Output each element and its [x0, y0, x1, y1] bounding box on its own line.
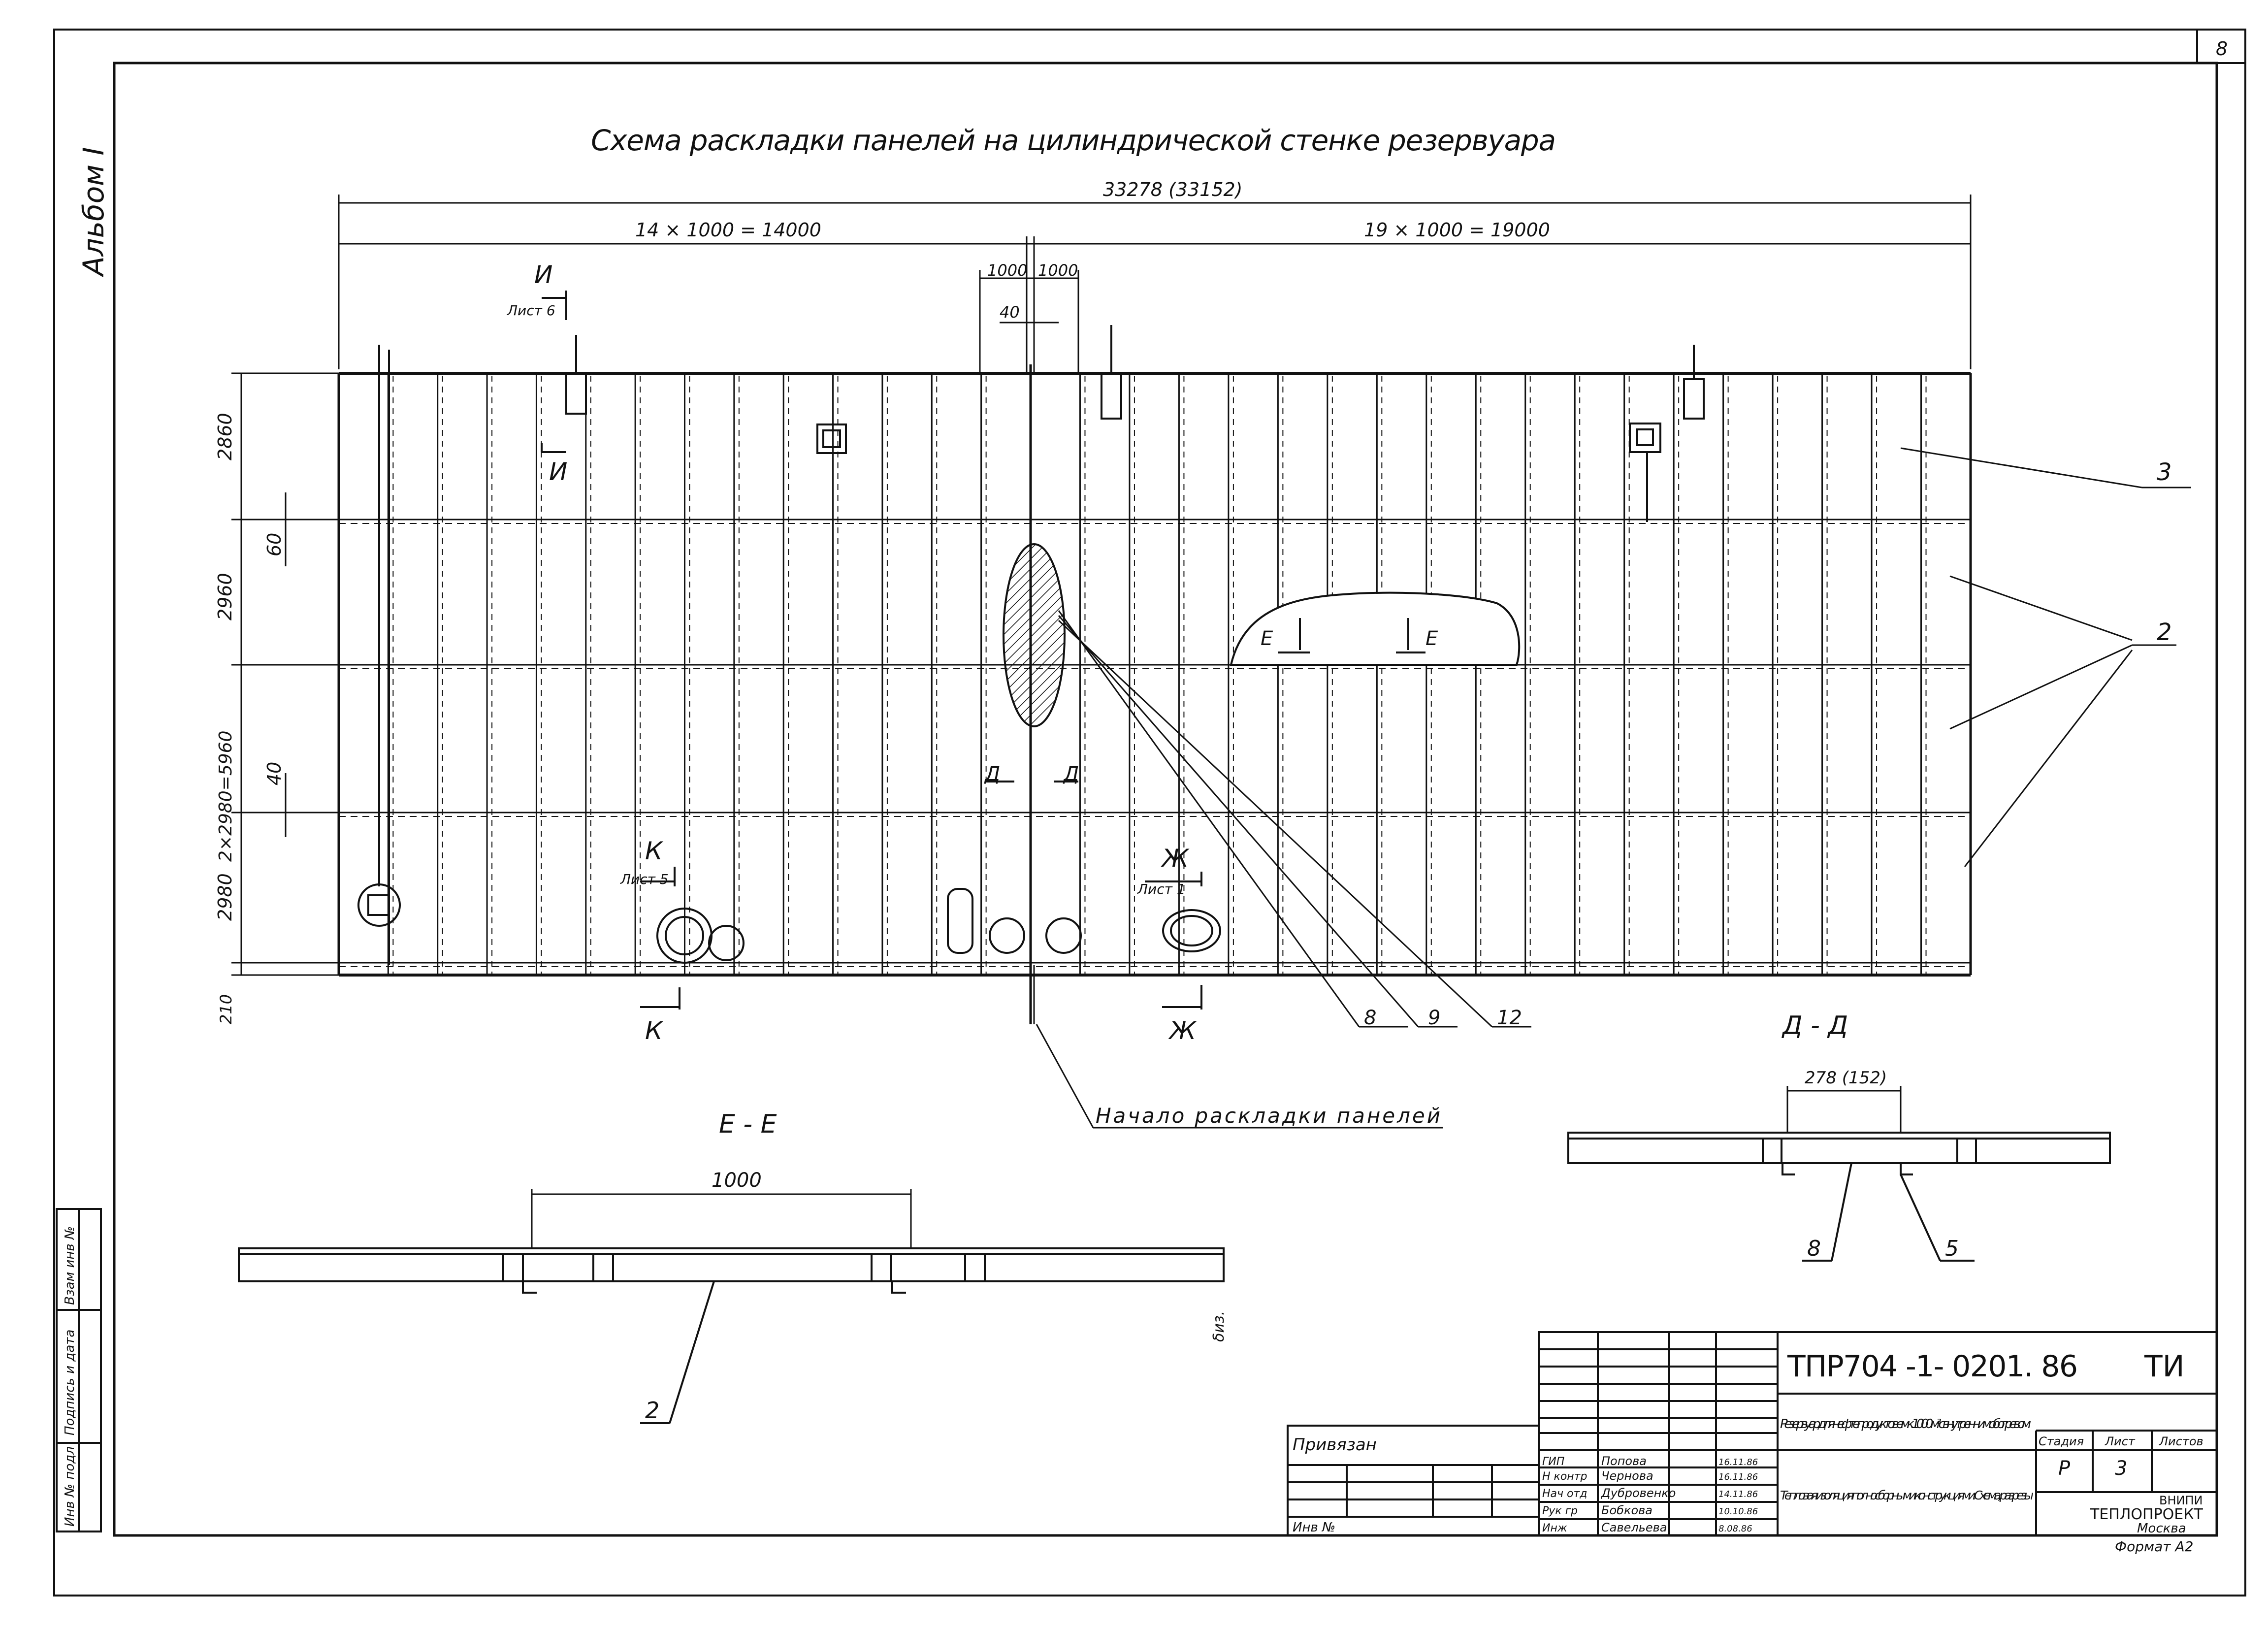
section-dd-title: Д - Д	[1782, 1011, 1848, 1041]
vdim-2960: 2960	[214, 573, 236, 620]
vdim-60: 60	[263, 533, 285, 556]
stamp-format: Формат А2	[2115, 1538, 2193, 1555]
stamp-sheet: 3	[2115, 1457, 2127, 1480]
stamp-name: Чернова	[1601, 1469, 1653, 1483]
dim-left: 14 × 1000 = 14000	[635, 219, 821, 241]
stamp-sheet-h: Лист	[2105, 1434, 2136, 1448]
album-label: Альбом I	[77, 147, 110, 278]
stamp-date: 14.11.86	[1718, 1489, 1758, 1499]
stamp-role: Н контр	[1542, 1470, 1587, 1483]
section-k-top: К	[645, 837, 664, 865]
callout-12: 12	[1497, 1007, 1522, 1029]
stamp-date: 16.11.86	[1718, 1457, 1758, 1467]
stamp-object: Резервуар для нефтепродуктов емк. 1000 м…	[1780, 1417, 2031, 1432]
stamp-date: 16.11.86	[1718, 1472, 1758, 1482]
stamp-privyazan: Привязан	[1293, 1435, 1377, 1455]
stamp-code: ТПР704 -1- 0201. 86	[1787, 1349, 2078, 1384]
callout-2: 2	[2157, 619, 2172, 646]
dim-right: 19 × 1000 = 19000	[1364, 219, 1550, 241]
section-zh-sheet: Лист 1	[1137, 881, 1186, 897]
callout-8: 8	[1364, 1007, 1376, 1029]
section-ee-callout: 2	[645, 1397, 659, 1424]
section-markers	[541, 291, 1426, 1010]
section-dd-dim: 278 (152)	[1805, 1068, 1887, 1088]
callout-3: 3	[2157, 458, 2172, 486]
section-ee-title: Е - Е	[719, 1109, 777, 1139]
vdim-2860: 2860	[214, 413, 236, 460]
stamp-org-1: ВНИПИ	[2159, 1494, 2203, 1507]
stamp-sheet-title: Тепловая изоляция полносборными конструк…	[1780, 1488, 2034, 1502]
vdim-2980: 2980	[214, 873, 236, 921]
overall-dimensions	[338, 195, 1972, 374]
stamp-org-3: Москва	[2137, 1521, 2186, 1536]
stamp-role: ГИП	[1542, 1456, 1564, 1468]
start-label: Начало раскладки панелей	[1096, 1104, 1440, 1128]
dim-40: 40	[1000, 303, 1020, 322]
vertical-dimensions	[231, 372, 340, 976]
vdim-210: 210	[217, 994, 235, 1024]
stamp-name: Попова	[1601, 1454, 1647, 1468]
section-k-sheet: Лист 5	[620, 871, 669, 887]
section-i-bottom: И	[549, 457, 567, 486]
stamp-inv-no: Инв №	[1293, 1520, 1335, 1535]
stamp-name: Савельева	[1601, 1521, 1667, 1534]
section-ee-thickness: δиз.	[1210, 1311, 1228, 1342]
dim-1000b: 1000	[1038, 261, 1078, 280]
stamp-stage: Р	[2058, 1457, 2071, 1480]
section-dd-callout-5: 5	[1945, 1236, 1959, 1261]
section-d-left: Д	[984, 763, 1000, 785]
page-number-box	[2196, 29, 2246, 64]
stamp-rows: ГИП Попова 16.11.86 Н контр Чернова 16.11.86Н…	[1542, 1454, 1758, 1534]
vdim-5960: 2×2980=5960	[216, 731, 236, 862]
section-i-top: И	[534, 261, 552, 289]
section-zh-bottom: Ж	[1168, 1016, 1197, 1045]
stamp-name: Бобкова	[1601, 1503, 1652, 1517]
dim-1000a: 1000	[987, 261, 1027, 280]
stamp-role: Нач отд	[1542, 1488, 1588, 1500]
section-e-right: Е	[1426, 627, 1438, 650]
hatched-nozzle-area	[1003, 543, 1066, 727]
stamp-role: Инж	[1542, 1522, 1567, 1534]
section-e-left: Е	[1261, 627, 1273, 650]
side-vzam: Взам инв №	[63, 1226, 77, 1305]
section-k-bottom: К	[645, 1016, 664, 1045]
wall-fittings	[357, 325, 1705, 965]
stamp-stage-h: Стадия	[2039, 1434, 2084, 1448]
cut-break-cloud	[1230, 591, 1521, 666]
stamp-role: Рук гр	[1542, 1505, 1578, 1517]
section-ee-drawing	[238, 1189, 1225, 1424]
side-inv-no: Инв № подл	[63, 1446, 77, 1527]
section-ee-dim: 1000	[712, 1169, 762, 1192]
drawing-title: Схема раскладки панелей на цилиндрическо…	[591, 124, 1556, 157]
section-dd-drawing	[1567, 1086, 2111, 1262]
stamp-date: 10.10.86	[1718, 1506, 1758, 1517]
page-number: 8	[2216, 38, 2228, 60]
section-d-right: Д	[1063, 763, 1079, 785]
callout-leaders	[1033, 447, 2191, 1129]
outer-frame	[53, 29, 2246, 1596]
inner-frame	[113, 62, 2218, 1537]
panel-grid	[337, 364, 1972, 1024]
dim-total: 33278 (33152)	[1103, 179, 1243, 200]
side-stamp	[56, 1208, 102, 1532]
callout-9: 9	[1428, 1007, 1440, 1029]
stamp-org-2: ТЕПЛОПРОЕКТ	[2090, 1506, 2203, 1523]
section-dd-callout-8: 8	[1807, 1236, 1821, 1261]
side-signature: Подпись и дата	[63, 1330, 77, 1435]
section-i-top-sheet: Лист 6	[507, 302, 555, 319]
stamp-name: Дубровенко	[1601, 1486, 1676, 1500]
stamp-doc-type: ТИ	[2144, 1349, 2185, 1384]
stamp-sheets-h: Листов	[2159, 1434, 2203, 1448]
title-block	[1287, 1331, 2218, 1536]
section-zh-top: Ж	[1161, 844, 1190, 873]
stamp-date: 8.08.86	[1718, 1524, 1752, 1534]
vdim-40: 40	[263, 762, 285, 785]
